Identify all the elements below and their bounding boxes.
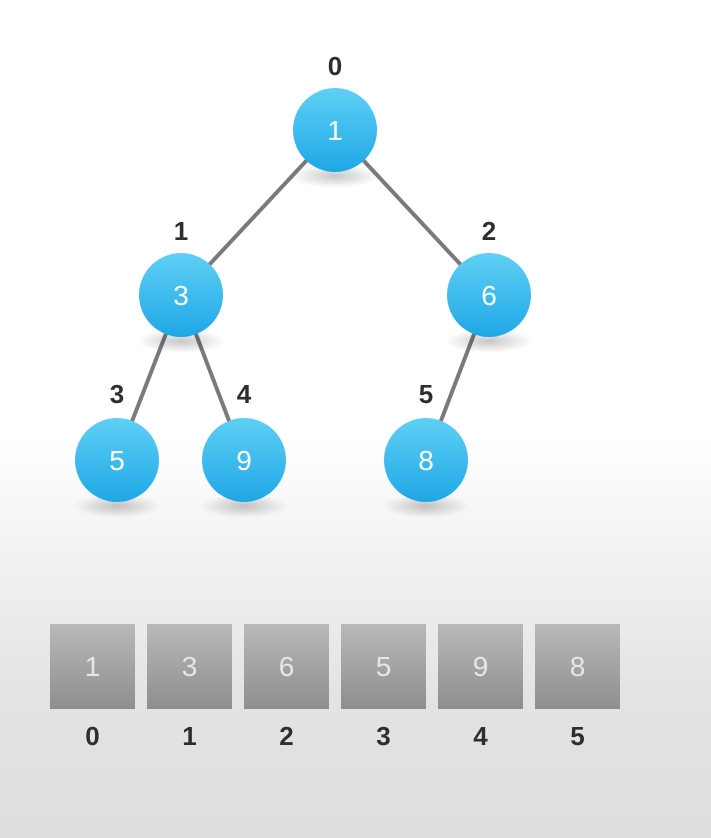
array-slot-2: 6 2 bbox=[244, 624, 329, 751]
tree-node-circle-4 bbox=[202, 418, 286, 502]
tree-node-value-1: 3 bbox=[173, 280, 189, 311]
array-index-5: 5 bbox=[570, 721, 585, 751]
tree-node-value-2: 6 bbox=[481, 280, 497, 311]
array-slot-3: 5 3 bbox=[341, 624, 426, 751]
tree-node-value-3: 5 bbox=[109, 445, 125, 476]
tree-node-0: 10 bbox=[293, 51, 377, 172]
tree-node-3: 53 bbox=[75, 379, 159, 502]
node-shadows bbox=[72, 164, 534, 518]
array-cell-5: 8 bbox=[535, 624, 620, 709]
tree-node-value-4: 9 bbox=[236, 445, 252, 476]
array-cell-4: 9 bbox=[438, 624, 523, 709]
node-shadow-3 bbox=[72, 494, 162, 518]
tree-node-circle-3 bbox=[75, 418, 159, 502]
tree-node-value-0: 1 bbox=[327, 115, 343, 146]
tree-node-index-1: 1 bbox=[174, 216, 188, 246]
tree-node-4: 94 bbox=[202, 379, 286, 502]
array-slot-0: 1 0 bbox=[50, 624, 135, 751]
tree-node-circle-2 bbox=[447, 253, 531, 337]
tree-node-circle-5 bbox=[384, 418, 468, 502]
tree-node-index-3: 3 bbox=[110, 379, 124, 409]
node-shadow-0 bbox=[290, 164, 380, 188]
array-cell-1: 3 bbox=[147, 624, 232, 709]
node-shadow-5 bbox=[381, 494, 471, 518]
tree-node-1: 31 bbox=[139, 216, 223, 337]
tree-node-index-4: 4 bbox=[237, 379, 252, 409]
array-index-1: 1 bbox=[182, 721, 197, 751]
tree-node-index-5: 5 bbox=[419, 379, 433, 409]
tree-node-5: 85 bbox=[384, 379, 468, 502]
tree-node-index-2: 2 bbox=[482, 216, 496, 246]
tree-node-circle-1 bbox=[139, 253, 223, 337]
array-slot-4: 9 4 bbox=[438, 624, 523, 751]
array-index-2: 2 bbox=[279, 721, 294, 751]
node-shadow-2 bbox=[444, 329, 534, 353]
tree-node-circle-0 bbox=[293, 88, 377, 172]
heap-array: 1 0 3 1 6 2 5 3 9 4 8 5 bbox=[50, 624, 620, 751]
array-index-3: 3 bbox=[376, 721, 391, 751]
array-cell-2: 6 bbox=[244, 624, 329, 709]
array-index-0: 0 bbox=[85, 721, 100, 751]
array-index-4: 4 bbox=[473, 721, 488, 751]
tree-node-value-5: 8 bbox=[418, 445, 434, 476]
tree-node-2: 62 bbox=[447, 216, 531, 337]
node-shadow-4 bbox=[199, 494, 289, 518]
array-cell-3: 5 bbox=[341, 624, 426, 709]
array-slot-5: 8 5 bbox=[535, 624, 620, 751]
array-slot-1: 3 1 bbox=[147, 624, 232, 751]
array-cell-0: 1 bbox=[50, 624, 135, 709]
tree-node-index-0: 0 bbox=[328, 51, 342, 81]
node-shadow-1 bbox=[136, 329, 226, 353]
